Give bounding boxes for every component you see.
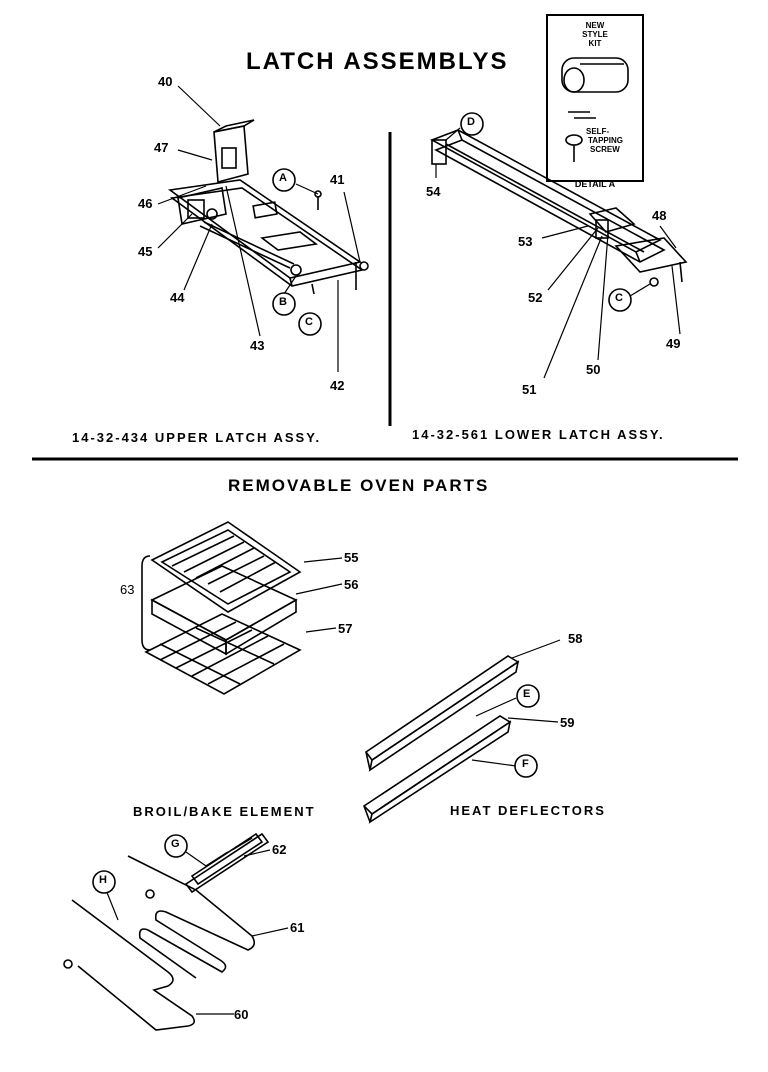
element-bracket bbox=[184, 832, 270, 894]
oven-rack bbox=[144, 613, 302, 695]
part-63: 63 bbox=[120, 582, 135, 597]
part-52: 52 bbox=[528, 290, 543, 305]
part-40: 40 bbox=[158, 74, 173, 89]
lower-latch-caption: 14-32-561 LOWER LATCH ASSY. bbox=[412, 427, 665, 442]
part-59: 59 bbox=[560, 715, 575, 730]
part-48: 48 bbox=[652, 208, 667, 223]
part-53: 53 bbox=[518, 234, 533, 249]
heat-deflector-upper bbox=[364, 655, 520, 772]
screw-label-1: SELF- bbox=[586, 127, 610, 136]
heat-deflectors-caption: HEAT DEFLECTORS bbox=[450, 803, 606, 818]
broil-element bbox=[127, 855, 256, 979]
part-54: 54 bbox=[426, 184, 441, 199]
removable-leader-lines bbox=[105, 557, 561, 1015]
screw-label-3: SCREW bbox=[590, 145, 620, 154]
part-49: 49 bbox=[666, 336, 681, 351]
part-51: 51 bbox=[522, 382, 537, 397]
callout-c-lower: C bbox=[615, 292, 623, 304]
part-57: 57 bbox=[338, 621, 353, 636]
part-60: 60 bbox=[234, 1007, 249, 1022]
part-56: 56 bbox=[344, 577, 359, 592]
part-41: 41 bbox=[330, 172, 345, 187]
callout-e: E bbox=[523, 688, 531, 700]
part-61: 61 bbox=[290, 920, 305, 935]
part-43: 43 bbox=[250, 338, 265, 353]
callout-circles bbox=[92, 112, 632, 894]
heat-deflector-lower bbox=[362, 715, 512, 824]
part-58: 58 bbox=[568, 631, 583, 646]
kit-label-2: STYLE bbox=[582, 30, 608, 39]
callout-d: D bbox=[467, 116, 475, 128]
broil-bake-element-caption: BROIL/BAKE ELEMENT bbox=[133, 804, 316, 819]
broiler-pan-insert bbox=[150, 521, 302, 613]
kit-label-3: KIT bbox=[588, 39, 602, 48]
upper-leader-lines bbox=[157, 85, 361, 372]
part-50: 50 bbox=[586, 362, 601, 377]
callout-a: A bbox=[279, 172, 287, 184]
detail-a-box: NEW STYLE KIT SELF- TAPPING SCREW DETAIL… bbox=[546, 14, 644, 189]
bake-element bbox=[71, 899, 196, 1031]
part-47: 47 bbox=[154, 140, 169, 155]
detail-a-illustration bbox=[561, 57, 629, 162]
lower-latch-illustration bbox=[430, 129, 688, 287]
part-46: 46 bbox=[138, 196, 153, 211]
kit-label-1: NEW bbox=[585, 21, 605, 30]
part-45: 45 bbox=[138, 244, 153, 259]
lower-leader-lines bbox=[435, 127, 681, 379]
assembly-bracket bbox=[141, 555, 151, 651]
latch-assemblys-title: LATCH ASSEMBLYS bbox=[246, 48, 509, 75]
callout-f: F bbox=[522, 758, 529, 770]
part-42: 42 bbox=[330, 378, 345, 393]
removable-oven-parts-title: REMOVABLE OVEN PARTS bbox=[228, 476, 490, 495]
part-62: 62 bbox=[272, 842, 287, 857]
part-44: 44 bbox=[170, 290, 185, 305]
callout-c-upper: C bbox=[305, 316, 313, 328]
callout-b: B bbox=[279, 296, 287, 308]
callout-g: G bbox=[171, 838, 180, 850]
detail-a-caption: DETAIL A bbox=[574, 179, 616, 189]
part-55: 55 bbox=[344, 550, 359, 565]
screw-label-2: TAPPING bbox=[588, 136, 623, 145]
broiler-pan bbox=[150, 565, 298, 656]
callout-h: H bbox=[99, 874, 107, 886]
upper-latch-caption: 14-32-434 UPPER LATCH ASSY. bbox=[72, 430, 322, 445]
upper-latch-illustration bbox=[167, 119, 369, 295]
